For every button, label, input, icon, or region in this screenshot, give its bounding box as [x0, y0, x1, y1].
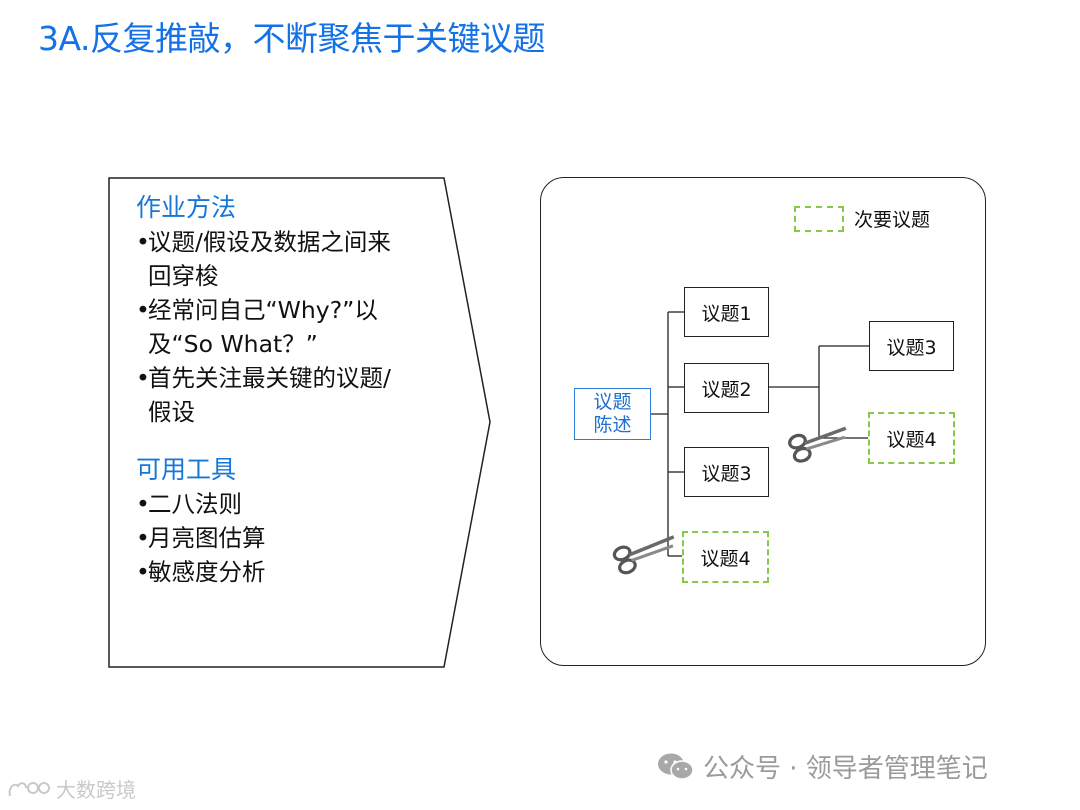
- page-title: 3A.反复推敲，不断聚焦于关键议题: [38, 19, 545, 58]
- method-heading: 作业方法: [136, 193, 237, 222]
- tools-list: 二八法则 月亮图估算 敏感度分析: [136, 487, 446, 589]
- method-list: 议题/假设及数据之间来 回穿梭 经常问自己“Why?”以 及“So What？”…: [136, 225, 446, 429]
- scissors-icon: [788, 426, 847, 463]
- method-item: 首先关注最关键的议题/ 假设: [136, 361, 446, 429]
- issue-node-3: 议题3: [684, 447, 769, 497]
- sub-issue-node-3: 议题3: [869, 321, 954, 371]
- brand-watermark: 大数跨境: [6, 774, 136, 803]
- wechat-icon: [658, 753, 694, 780]
- issue-tree-panel: 次要议题 议题 陈述 议题1 议题2 议题3 议题4 议题3 议题4: [540, 177, 986, 666]
- secondary-sub-issue-node-4: 议题4: [868, 412, 955, 464]
- brand-logo-icon: [8, 781, 50, 796]
- method-panel: 作业方法 议题/假设及数据之间来 回穿梭 经常问自己“Why?”以 及“So W…: [108, 177, 493, 668]
- secondary-issue-node-4: 议题4: [682, 531, 769, 583]
- tools-heading: 可用工具: [136, 455, 237, 484]
- tool-item: 敏感度分析: [136, 555, 446, 589]
- brand-watermark-text: 大数跨境: [56, 778, 136, 802]
- issue-node-1: 议题1: [684, 287, 769, 337]
- tool-item: 二八法则: [136, 487, 446, 521]
- root-issue-node: 议题 陈述: [574, 388, 651, 440]
- tool-item: 月亮图估算: [136, 521, 446, 555]
- legend-label: 次要议题: [854, 209, 931, 231]
- tree-connectors: [612, 311, 869, 575]
- method-item: 议题/假设及数据之间来 回穿梭: [136, 225, 446, 293]
- issue-node-2: 议题2: [684, 363, 769, 413]
- wechat-watermark: 公众号 · 领导者管理笔记: [657, 748, 988, 785]
- wechat-watermark-text: 公众号 · 领导者管理笔记: [703, 754, 988, 784]
- method-item: 经常问自己“Why?”以 及“So What？”: [136, 293, 446, 361]
- legend-dashed-swatch: [794, 206, 844, 232]
- scissors-icon: [612, 535, 675, 575]
